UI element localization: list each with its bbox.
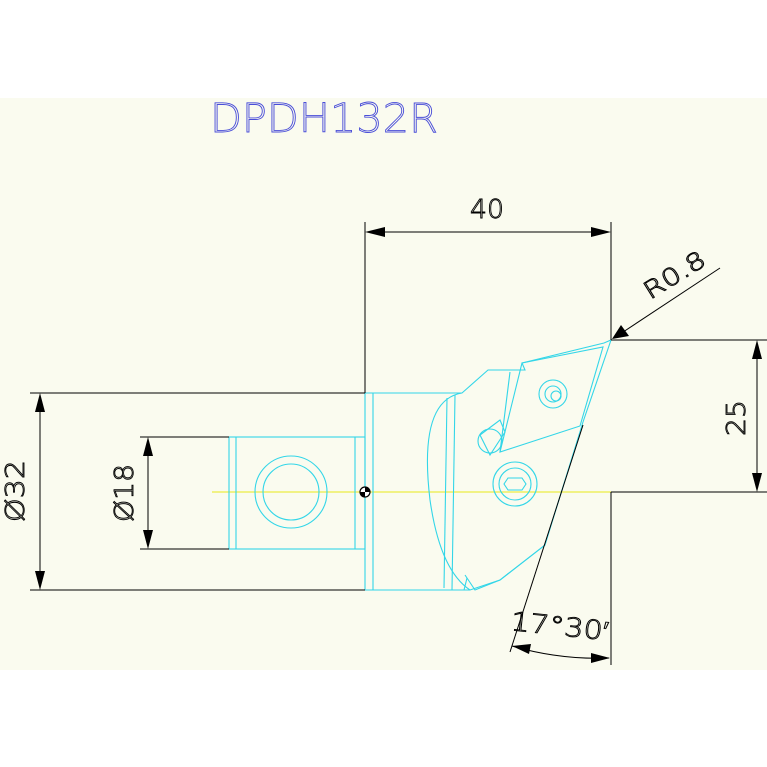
dim-inner-diameter-label: Ø18: [110, 464, 140, 522]
tool-holder-body: [228, 339, 612, 591]
clamp-screw-outer: [492, 461, 538, 507]
dim-height-label: 25: [722, 400, 752, 436]
insert-pocket: [499, 346, 604, 453]
shank-bore-outer: [254, 455, 328, 529]
clamp-screw-inner: [498, 467, 532, 501]
drawing-background: [0, 98, 767, 670]
drawing-title: DPDH132R: [210, 96, 438, 142]
dim-outer-diameter-label: Ø32: [1, 460, 31, 522]
insert-screw-outer: [538, 379, 568, 409]
dim-length-label: 40: [470, 195, 504, 225]
shank-bore-inner: [262, 463, 320, 521]
arrowheads: [35, 227, 762, 663]
body-curve: [426, 392, 471, 591]
